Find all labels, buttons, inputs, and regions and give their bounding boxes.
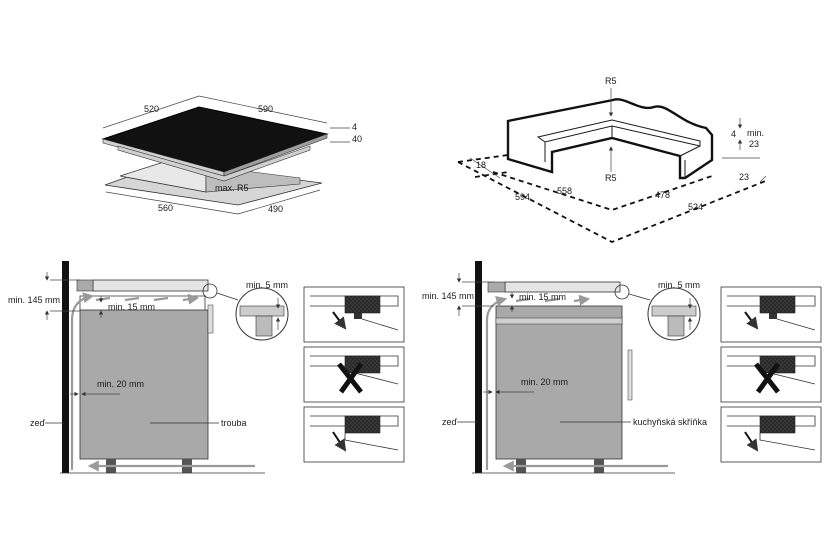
detail-panel-ok-1 <box>720 286 822 343</box>
cabinet-install-diagram: min. 145 mm min. 15 mm min. 5 mm min. 20… <box>422 261 707 474</box>
cabinet-appliance-label: kuchyňská skříňka <box>633 417 707 427</box>
oven-detail-panels <box>303 286 405 463</box>
hob-cut-width: 560 <box>158 203 173 213</box>
hob-top-width: 520 <box>144 104 159 114</box>
detail-panel-wrong <box>303 346 405 403</box>
detail-panel-ok-2 <box>303 406 405 463</box>
cabinet-min-20: min. 20 mm <box>521 377 568 387</box>
cabinet-body <box>495 305 623 460</box>
cutout-frame-width: 23 <box>739 172 749 182</box>
cutout-left-edge: 18 <box>476 160 486 170</box>
worktop <box>504 281 621 293</box>
oven-min-20: min. 20 mm <box>97 379 144 389</box>
cutout-min-label: min. <box>747 128 764 138</box>
wrong-cross-icon <box>337 362 364 394</box>
oven-body <box>79 309 209 460</box>
cabinet-min-5: min. 5 mm <box>658 280 700 290</box>
cutout-radius-bottom: R5 <box>605 173 617 183</box>
hob-isometric: 520 590 4 40 max. R5 560 490 <box>101 95 362 215</box>
hob-radius: max. R5 <box>215 183 249 193</box>
cutout-inner-depth: 478 <box>655 190 670 200</box>
hob-cut-depth: 490 <box>268 204 283 214</box>
cabinet-min-15: min. 15 mm <box>519 292 566 302</box>
detail-panel-ok-2 <box>720 406 822 463</box>
cutout-isometric: R5 R5 4 min. 23 23 18 558 594 478 524 <box>457 76 769 243</box>
hob-thickness-small: 4 <box>352 122 357 132</box>
oven-min-15: min. 15 mm <box>108 302 155 312</box>
cabinet-wall-label: zeď <box>442 417 458 427</box>
oven-install-diagram: min. 145 mm min. 15 mm min. 5 mm min. 20… <box>8 261 289 474</box>
hob-top-depth: 590 <box>258 104 273 114</box>
oven-min-top-gap: min. 145 mm <box>8 295 60 305</box>
detail-panel-wrong <box>720 346 822 403</box>
cutout-radius-top: R5 <box>605 76 617 86</box>
cutout-inner-width: 558 <box>557 186 572 196</box>
wall <box>475 261 482 473</box>
oven-appliance-label: trouba <box>221 418 247 428</box>
wall <box>62 261 69 473</box>
worktop-outline <box>506 98 714 180</box>
hob-thickness-total: 40 <box>352 134 362 144</box>
cutout-outer-depth: 524 <box>688 202 703 212</box>
detail-panel-ok-1 <box>303 286 405 343</box>
oven-min-5: min. 5 mm <box>246 280 288 290</box>
cutout-outer-width: 594 <box>515 192 530 202</box>
worktop <box>92 279 209 292</box>
oven-wall-label: zeď <box>30 418 46 428</box>
wrong-cross-icon <box>754 362 781 394</box>
cabinet-detail-panels <box>720 286 822 463</box>
cutout-depth-small: 4 <box>731 129 736 139</box>
cutout-min-value: 23 <box>749 139 759 149</box>
cabinet-min-top-gap: min. 145 mm <box>422 291 474 301</box>
